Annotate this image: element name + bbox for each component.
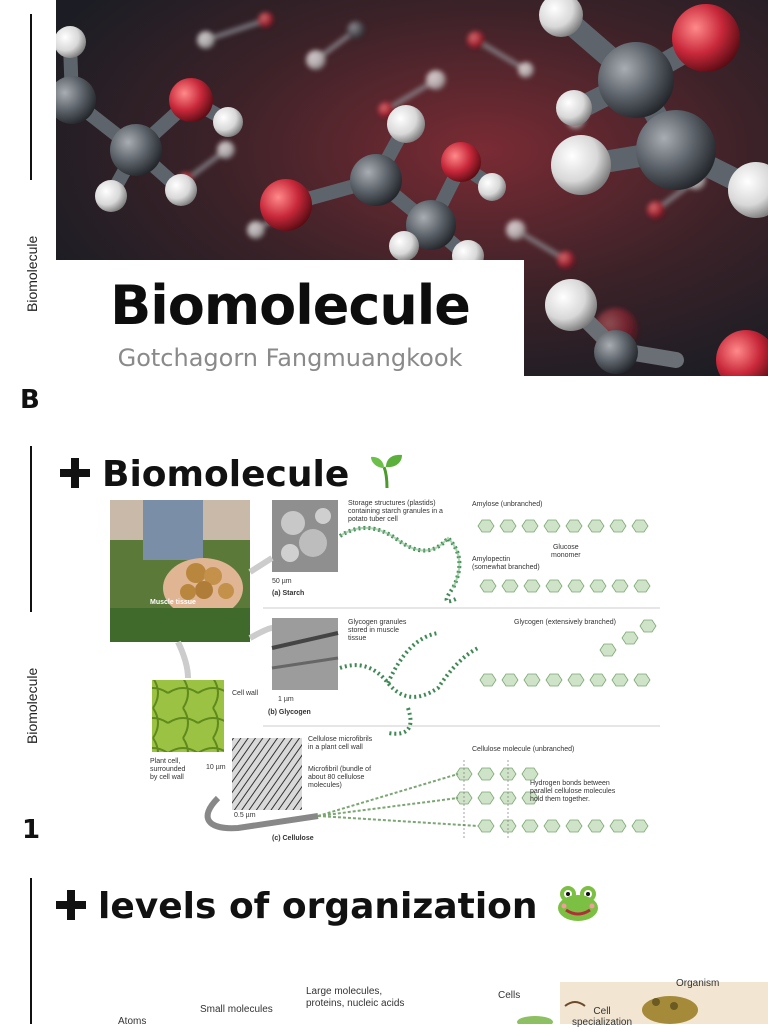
amylose-chain xyxy=(477,519,649,533)
frog-icon xyxy=(558,886,599,921)
cell-wall-label: Cell wall xyxy=(232,690,259,697)
atoms-label: Atoms xyxy=(118,1016,147,1027)
cellulose-micrograph xyxy=(232,738,302,810)
slide1-page-marker: B xyxy=(20,385,40,415)
title-card: Biomolecule Gotchagorn Fangmuangkook xyxy=(56,260,524,376)
amylopectin-chain xyxy=(479,579,651,593)
plant-scale-label: 10 µm xyxy=(206,764,226,771)
slide1-side-rule xyxy=(30,14,32,180)
author-name: Gotchagorn Fangmuangkook xyxy=(117,344,463,372)
slide2-side-rule xyxy=(30,446,32,612)
seedling-icon xyxy=(370,454,402,489)
glycogen-caption: (b) Glycogen xyxy=(268,709,311,716)
slide3-side-rule xyxy=(30,878,32,1024)
levels-figure: Atoms Small molecules Large molecules,pr… xyxy=(60,976,768,1028)
plus-icon xyxy=(56,890,86,920)
starch-scale-label: 50 µm xyxy=(272,578,292,585)
plant-cell-image xyxy=(152,680,224,752)
amylose-label: Amylose (unbranched) xyxy=(472,501,543,508)
slide3-heading: levels of organization xyxy=(56,884,600,927)
slide1-side-label: Biomolecule xyxy=(24,235,40,312)
glycogen-chain xyxy=(479,619,657,687)
slide2-heading-text: Biomolecule xyxy=(102,454,350,495)
plus-icon xyxy=(60,458,90,488)
amylopectin-label: Amylopectin(somewhat branched) xyxy=(472,556,540,571)
large-molecules-label: Large molecules,proteins, nucleic acids xyxy=(306,986,405,1009)
glycogen-scale-label: 1 µm xyxy=(278,696,294,703)
storage-structures-label: Storage structures (plastids)containing … xyxy=(348,500,443,523)
muscle-tissue-label: Muscle tissue xyxy=(150,599,196,606)
cellulose-scale-label: 0.5 µm xyxy=(234,812,256,819)
cells-label: Cells xyxy=(498,990,521,1001)
starch-caption: (a) Starch xyxy=(272,590,305,597)
levels-diagram xyxy=(517,982,768,1024)
slide-title: Biomolecule xyxy=(110,274,471,337)
organism-label: Organism xyxy=(676,978,720,989)
polysaccharide-diagram: Muscle tissue xyxy=(110,500,660,838)
cellulose-caption: (c) Cellulose xyxy=(272,835,314,842)
glycogen-branched-label: Glycogen (extensively branched) xyxy=(514,619,616,626)
glycogen-micrograph xyxy=(272,618,338,690)
small-molecules-label: Small molecules xyxy=(200,1004,273,1015)
slide2-side-label: Biomolecule xyxy=(24,667,40,744)
slide3-heading-text: levels of organization xyxy=(98,886,538,927)
slide2-page-number: 1 xyxy=(22,815,41,845)
slide2-heading: Biomolecule xyxy=(60,452,406,495)
polysaccharide-figure: Muscle tissue xyxy=(108,498,660,846)
cellulose-molecule-label: Cellulose molecule (unbranched) xyxy=(472,746,575,753)
